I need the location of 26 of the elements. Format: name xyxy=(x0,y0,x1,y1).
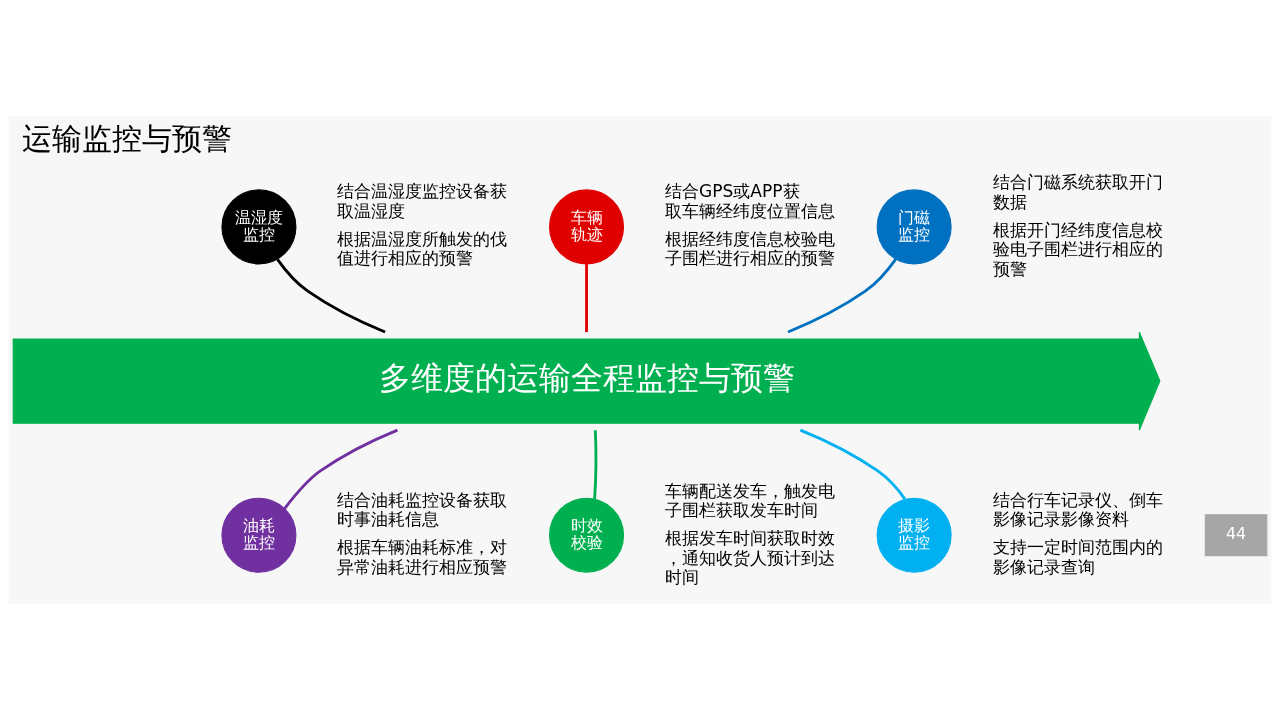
connector xyxy=(787,258,897,334)
connector xyxy=(799,428,907,500)
node-label: 结合油耗监控设备获取时事油耗信息 xyxy=(337,489,508,529)
connector xyxy=(585,264,588,333)
node-circle: 车辆轨迹 xyxy=(549,189,625,265)
diagram-title: 运输监控与预警 xyxy=(21,121,232,156)
connector xyxy=(283,428,398,510)
node-label: 根据温湿度所触发的伐值进行相应的预警 xyxy=(337,229,508,269)
node-circle: 油耗监控 xyxy=(221,497,297,573)
node-label: 车辆配送发车，触发电子围栏获取发车时间 xyxy=(665,480,836,520)
connector xyxy=(276,258,386,334)
node-circle: 时效校验 xyxy=(549,497,625,573)
node-circle: 温湿度监控 xyxy=(221,189,297,265)
node-label: 结合行车记录仪、倒车影像记录影像资料 xyxy=(992,489,1163,529)
node-circle: 摄影监控 xyxy=(876,497,952,573)
node-circle: 门磁监控 xyxy=(876,189,952,265)
node-label: 根据开门经纬度信息校验电子围栏进行相应的预警 xyxy=(992,220,1163,279)
node-label: 根据车辆油耗标准，对异常油耗进行相应预警 xyxy=(337,537,508,577)
node-label: 结合门磁系统获取开门数据 xyxy=(992,172,1163,212)
node-label: 结合GPS或APP获取车辆经纬度位置信息 xyxy=(665,181,836,221)
node-label: 结合温湿度监控设备获取温湿度 xyxy=(337,181,508,221)
node-label: 根据经纬度信息校验电子围栏进行相应的预警 xyxy=(665,229,836,269)
node-label: 根据发车时间获取时效，通知收货人预计到达时间 xyxy=(665,528,836,587)
label: 44 xyxy=(1225,524,1247,544)
connector xyxy=(593,430,598,499)
node-label: 支持一定时间范围内的影像记录查询 xyxy=(992,537,1163,577)
